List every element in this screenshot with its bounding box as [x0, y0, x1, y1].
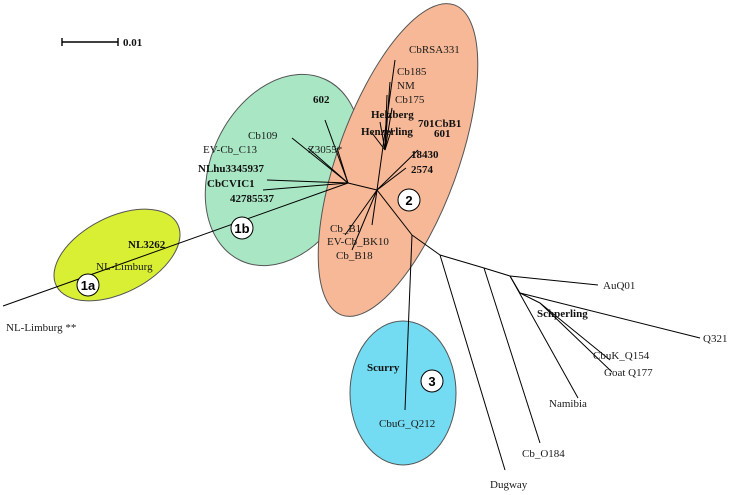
group-3-ellipse	[349, 320, 457, 466]
group-1a-ellipse	[53, 208, 181, 302]
scale-bar-label: 0.01	[123, 37, 142, 49]
group-3-label: 3	[428, 374, 435, 389]
taxon-q321: Q321	[703, 333, 727, 345]
taxon-nl-limburg-star: NL-Limburg **	[6, 322, 76, 334]
group-2-badge: 2	[397, 188, 421, 212]
taxon-ev-cb-bk10: EV-Cb_BK10	[327, 236, 389, 248]
taxon-42785537: 42785537	[230, 193, 275, 205]
taxon-nl3262: NL3262	[128, 239, 166, 251]
group-1b-badge: 1b	[230, 216, 254, 240]
taxon-cb-o184: Cb_O184	[522, 448, 565, 460]
taxon-henzerling: Henzerling	[361, 126, 413, 138]
taxon-cb175: Cb175	[395, 94, 425, 106]
taxon-cbrsa331: CbRSA331	[409, 44, 460, 56]
taxon-auq01: AuQ01	[603, 280, 635, 292]
taxon-labels: NL-Limburg ** NL3262 NL-Limburg 602 Cb10…	[6, 44, 727, 491]
scale-bar: 0.01	[61, 37, 142, 49]
taxon-cb109: Cb109	[248, 130, 278, 142]
taxon-cb-b18: Cb_B18	[336, 250, 373, 262]
group-1a-label: 1a	[81, 278, 96, 293]
taxon-701cbb1: 701CbB1	[418, 118, 461, 130]
group-2-ellipse	[317, 3, 479, 317]
group-1a-badge: 1a	[76, 273, 100, 297]
taxon-schperling: Schperling	[537, 308, 588, 320]
taxon-nm: NM	[397, 80, 415, 92]
taxon-cbug-q212: CbuG_Q212	[379, 418, 435, 430]
taxon-goat-q177: Goat Q177	[604, 367, 653, 379]
taxon-cb185: Cb185	[397, 66, 427, 78]
group-2-label: 2	[405, 193, 412, 208]
taxon-601: 601	[434, 128, 451, 140]
group-3-badge: 3	[420, 369, 444, 393]
taxon-dugway: Dugway	[490, 479, 528, 491]
group-1b-label: 1b	[234, 221, 249, 236]
taxon-helzberg: Helzberg	[371, 109, 414, 121]
taxon-ev-cb-c13: EV-Cb_C13	[203, 144, 257, 156]
taxon-cb-b1: Cb_B1	[330, 223, 361, 235]
taxon-cbcvic1: CbCVIC1	[207, 178, 255, 190]
taxon-cbuk-q154: CbuK_Q154	[593, 350, 650, 362]
taxon-2574: 2574	[411, 164, 434, 176]
taxon-18430: 18430	[411, 149, 439, 161]
taxon-namibia: Namibia	[549, 398, 587, 410]
taxon-nlhu3345937: NLhu3345937	[198, 163, 265, 175]
taxon-nl-limburg: NL-Limburg	[96, 261, 153, 273]
taxon-scurry: Scurry	[367, 362, 400, 374]
taxon-602: 602	[313, 94, 330, 106]
taxon-z3055: Z3055*	[308, 144, 342, 156]
tree-branches	[2, 59, 701, 471]
